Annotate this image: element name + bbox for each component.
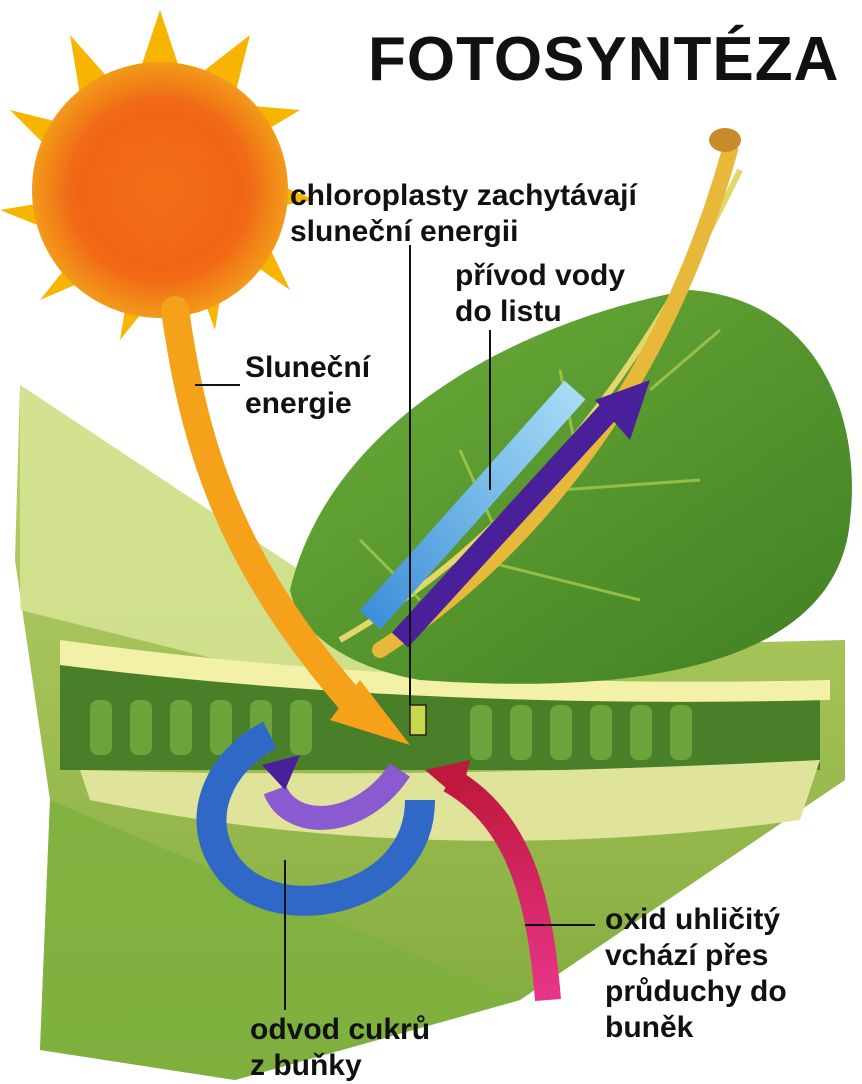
- chloroplast-marker: [410, 705, 426, 735]
- label-chloroplasts-line2: sluneční energii: [290, 214, 637, 250]
- label-co2-line3: průduchy do: [605, 974, 787, 1010]
- sun-icon: [0, 10, 315, 340]
- label-water: přívod vody do listu: [455, 258, 625, 330]
- label-sugar-line1: odvod cukrů: [250, 1012, 430, 1048]
- label-sun-energy-line1: Sluneční: [245, 350, 370, 386]
- label-co2-line4: buněk: [605, 1010, 787, 1046]
- stem-tip: [709, 128, 741, 152]
- label-water-line1: přívod vody: [455, 258, 625, 294]
- label-chloroplasts: chloroplasty zachytávají sluneční energi…: [290, 178, 637, 250]
- label-water-line2: do listu: [455, 294, 625, 330]
- label-co2-line1: oxid uhličitý: [605, 902, 787, 938]
- label-sun-energy-line2: energie: [245, 386, 370, 422]
- label-co2-line2: vchází přes: [605, 938, 787, 974]
- label-sugar: odvod cukrů z buňky: [250, 1012, 430, 1084]
- label-sun-energy: Sluneční energie: [245, 350, 370, 422]
- label-sugar-line2: z buňky: [250, 1048, 430, 1084]
- label-co2: oxid uhličitý vchází přes průduchy do bu…: [605, 902, 787, 1046]
- page-title: FOTOSYNTÉZA: [368, 24, 839, 95]
- label-chloroplasts-line1: chloroplasty zachytávají: [290, 178, 637, 214]
